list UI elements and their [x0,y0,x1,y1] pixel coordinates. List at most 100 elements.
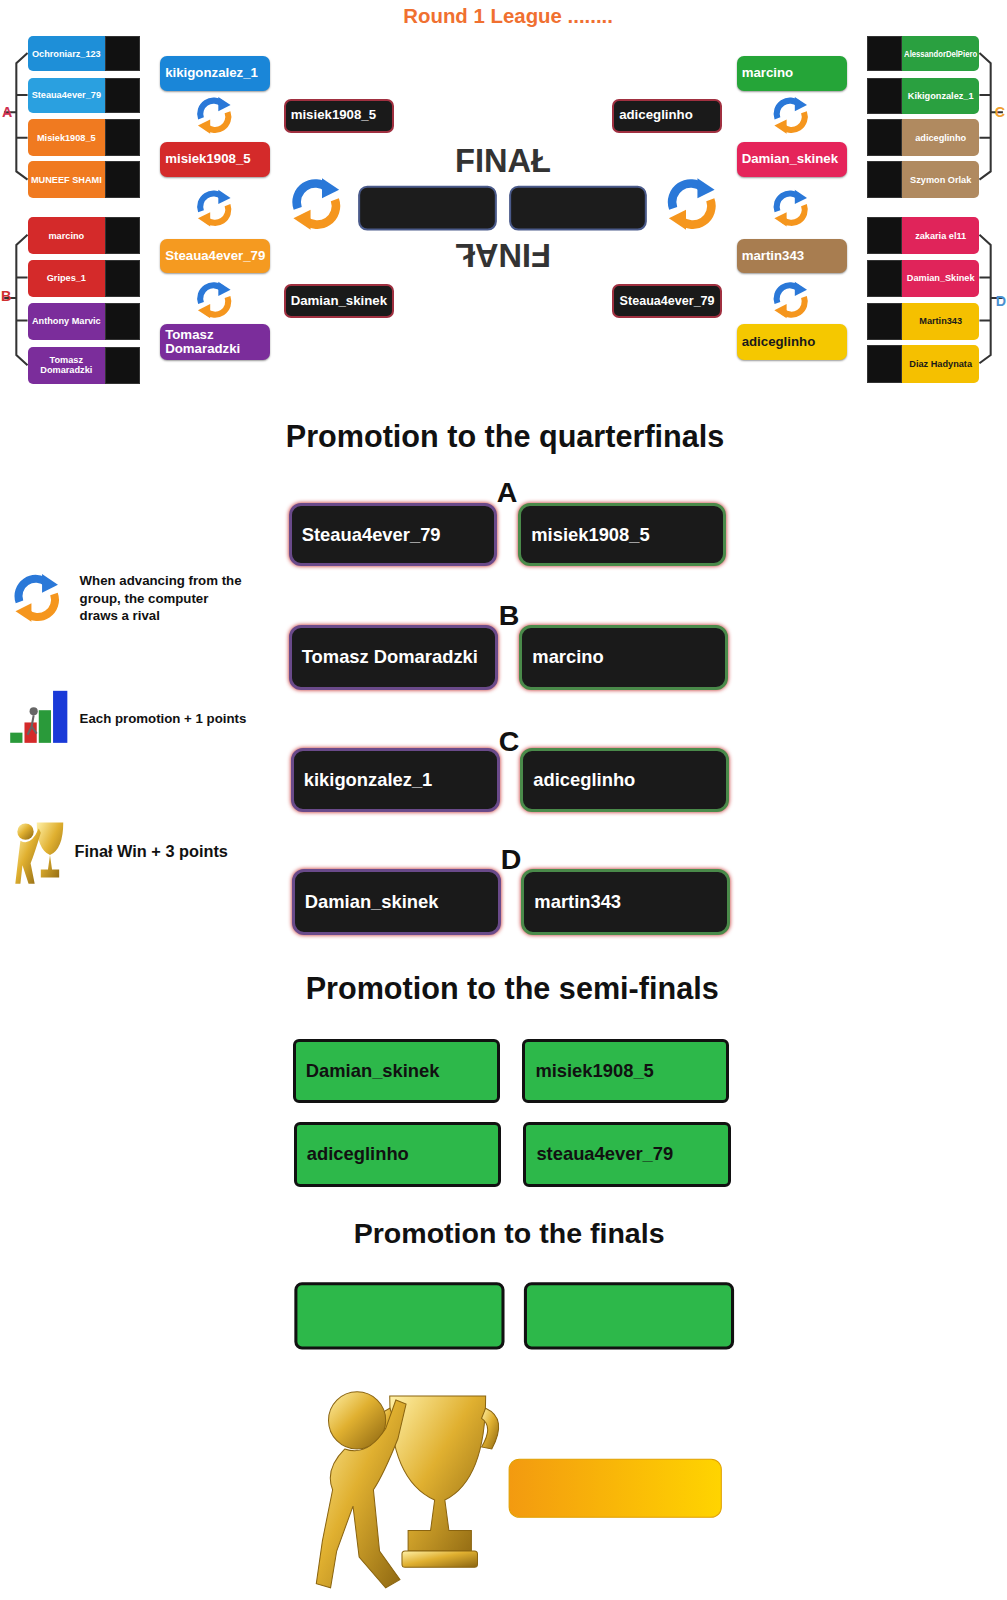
label-text: FINAŁ [455,236,551,274]
label-text: D [501,843,522,876]
player-name: Steaua4ever_79 [620,294,715,309]
colour-band: Kikigonzalez_1 [902,78,980,115]
colour-band: Diaz Hadynata [902,345,980,383]
player-box: marcino [737,56,847,91]
colour-band: MUNEEF SHAMI [28,161,106,198]
player-box: Damian_skinek [284,284,394,319]
player-box: zakaria el11 [867,217,979,254]
player-box: Damian_Skinek [867,260,979,297]
colour-band: Martin343 [902,303,980,340]
player-name: misiek1908_5 [535,1061,653,1081]
player-name: Damian_skinek [306,1061,440,1081]
player-name: misiek1908_5 [291,108,376,123]
player-name: steaua4ever_79 [536,1144,673,1164]
player-name: AlessandorDelPiero [904,49,977,59]
player-box: Tomasz Domaradzki [28,347,140,384]
black-slot [867,303,902,340]
player-name: Kikigonzalez_1 [908,91,974,101]
label-text: B [499,599,520,632]
black-slot [105,36,140,72]
player-name: misiek1908_5 [165,152,250,167]
label-text: FINAŁ [455,142,551,180]
player-box: adiceglinho [737,324,847,360]
player-name: Szymon Orlak [910,175,971,185]
black-slot [105,161,140,198]
player-name: marcino [48,231,84,241]
player-name: Misiek1908_5 [37,133,96,143]
player-name: Steaua4ever_79 [32,90,101,100]
player-name: Ochroniarz_123 [32,49,101,59]
label-text: Promotion to the finals [354,1217,665,1250]
label-text: Promotion to the quarterfinals [286,418,725,453]
colour-band: Damian_Skinek [902,260,980,297]
player-box: Damian_skinek [737,142,847,177]
player-box: Ochroniarz_123 [28,36,140,72]
player-box: Kikigonzalez_1 [867,78,979,115]
player-box: Steaua4ever_79 [28,78,140,114]
player-name: Diaz Hadynata [909,359,972,369]
player-box: Misiek1908_5 [28,119,140,156]
black-slot [105,78,140,114]
black-slot [105,217,140,254]
player-box: Damian_skinek [293,1039,500,1103]
swap-icons [16,97,808,622]
player-name: adiceglinho [742,335,816,350]
player-box: marcino [28,217,140,254]
big-trophy [316,1392,498,1588]
player-name: kikigonzalez_1 [165,66,258,81]
black-slot [105,347,140,384]
colour-band: adiceglinho [902,119,980,156]
label-text: C [499,724,520,757]
player-name: kikigonzalez_1 [304,770,433,790]
player-name: misiek1908_5 [531,525,649,545]
label-text: A [2,104,12,120]
colour-band: Gripes_1 [28,260,106,297]
player-name: Damian_Skinek [907,273,975,283]
player-box: steaua4ever_79 [523,1122,730,1186]
black-slot [867,119,902,156]
legend-text: Each promotion + 1 points [80,711,247,726]
legend-text: Finał Win + 3 points [74,841,227,860]
player-name: Tomasz Domaradzki [30,355,104,375]
player-box: adiceglinho [612,99,722,133]
player-box: Gripes_1 [28,260,140,297]
black-slot [867,260,902,297]
label-text: Promotion to the semi-finals [306,970,719,1005]
player-box: martin343 [521,869,730,934]
player-name: Gripes_1 [47,273,86,283]
colour-band: Ochroniarz_123 [28,36,106,72]
player-name: adiceglinho [533,770,635,790]
player-box: Martin343 [867,303,979,340]
colour-band: zakaria el11 [902,217,980,254]
colour-band: Misiek1908_5 [28,119,106,156]
black-slot [867,345,902,383]
player-box: Tomasz Domaradzki [289,625,498,689]
player-box: kikigonzalez_1 [291,748,500,812]
colour-band: AlessandorDelPiero [902,36,980,72]
black-slot [867,161,902,198]
black-slot [867,36,902,72]
player-name: adiceglinho [619,108,693,123]
player-name: martin343 [742,249,805,264]
final-slots [296,187,733,1518]
player-box: misiek1908_5 [160,142,270,177]
player-box: marcino [519,625,728,689]
group-brackets [4,53,1003,365]
black-slot [105,260,140,297]
label-text: C [995,104,1005,120]
player-name: martin343 [534,892,621,912]
player-box: kikigonzalez_1 [160,56,270,91]
player-name: Steaua4ever_79 [302,525,441,545]
player-name: zakaria el11 [915,231,966,241]
player-box: Anthony Marvic [28,303,140,340]
player-box: misiek1908_5 [518,503,726,566]
black-slot [867,217,902,254]
black-slot [105,119,140,156]
small-trophy [15,822,63,883]
player-box: adiceglinho [520,748,729,812]
player-name: adiceglinho [307,1144,409,1164]
player-box: MUNEEF SHAMI [28,161,140,198]
colour-band: marcino [28,217,106,254]
player-box: Szymon Orlak [867,161,979,198]
